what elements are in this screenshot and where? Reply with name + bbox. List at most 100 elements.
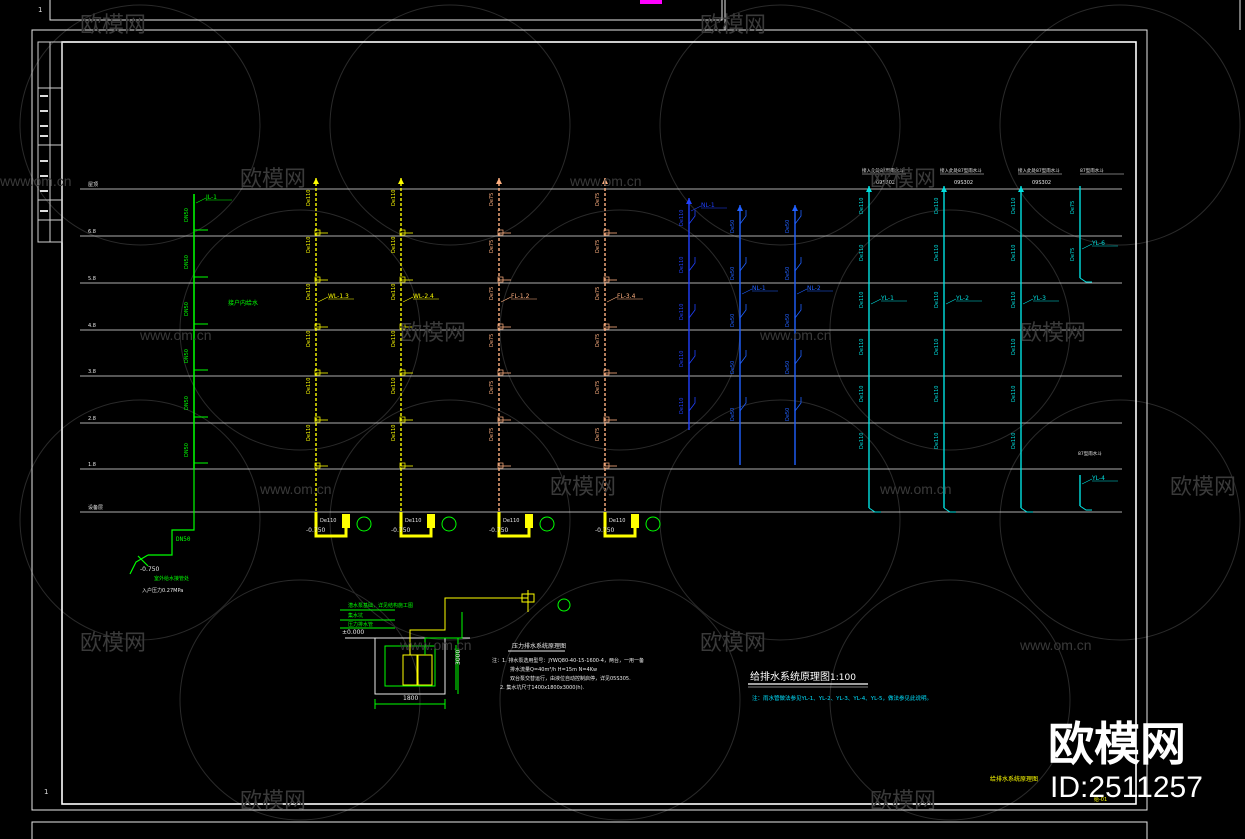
- vent-branch: [794, 304, 802, 319]
- drawing-note: 注：雨水管做法参见YL-1、YL-2、YL-3、YL-4、YL-5，做法参见此说…: [752, 694, 932, 702]
- riser-leader: [500, 296, 512, 303]
- riser-leader: [402, 296, 414, 303]
- vent-branch: [688, 397, 696, 412]
- watermark-url: www.om.cn: [879, 481, 952, 497]
- pit-width: 1800: [403, 695, 418, 702]
- pipe-size-label: De110: [391, 284, 397, 300]
- riser-arrow: [737, 205, 743, 211]
- sheet-stamp-marks: [40, 95, 48, 212]
- fixture-branch: [603, 229, 610, 236]
- riser-id-label: YL-1: [880, 295, 894, 302]
- pipe-size-label: De110: [306, 284, 312, 300]
- pipe-size-label: De50: [785, 314, 791, 327]
- watermark-circle: [329, 399, 571, 641]
- trap-pipe-size: De110: [503, 518, 519, 524]
- pit-note-1: 潜水泵基础，详见结构施工图: [348, 602, 413, 609]
- supply-entry-note: 室外给水接管处: [154, 575, 189, 582]
- vent-branch: [739, 397, 747, 412]
- watermark-circle: [659, 4, 901, 246]
- roof-drain-note: 接入此处87型雨水斗: [862, 167, 904, 174]
- vent-branch: [794, 257, 802, 272]
- roof-drain-note: 接入此处87型雨水斗: [1018, 167, 1060, 174]
- vent-branch: [739, 210, 747, 225]
- supply-pipe-size: DN50: [176, 536, 191, 543]
- watermark-brand: 欧模网: [240, 166, 306, 191]
- fixture-branch: [399, 369, 406, 376]
- rain-outlet: [1079, 505, 1092, 511]
- watermark-brand: 欧模网: [1020, 320, 1086, 345]
- pipe-size-label: De110: [679, 257, 685, 273]
- pipe-size-label: De110: [391, 331, 397, 347]
- pipe-size-label: De75: [489, 381, 495, 394]
- pipe-size-label: De50: [730, 267, 736, 280]
- pipe-size-label: De110: [1011, 339, 1017, 355]
- pipe-size-label: De110: [1011, 386, 1017, 402]
- pipe-size-label: De110: [391, 237, 397, 253]
- stamp-mark: [40, 110, 48, 112]
- stamp-mark: [40, 190, 48, 192]
- pipe-size-label: DN50: [184, 443, 190, 457]
- watermark-brand: 欧模网: [550, 474, 616, 499]
- watermark-circle: [999, 399, 1241, 641]
- roof-drain-note: 接入此处87型雨水斗: [940, 167, 982, 174]
- pipe-size-label: DN50: [184, 255, 190, 269]
- fixture-branch: [399, 276, 406, 283]
- vent-branch: [688, 304, 696, 319]
- pipe-size-label: De110: [859, 386, 865, 402]
- pit-note-3: 压力排水管: [348, 621, 373, 628]
- floor-level-label: 5.8: [88, 276, 96, 282]
- riser-id-label: NL-1: [701, 202, 715, 209]
- vent-branch: [794, 350, 802, 365]
- outlet-index-circle: [356, 516, 372, 532]
- watermark-brand: 欧模网: [700, 12, 766, 37]
- floor-level-label: 3.8: [88, 369, 96, 375]
- pipe-size-label: De110: [391, 190, 397, 206]
- rain-outlet: [868, 507, 881, 513]
- riser-leader: [690, 205, 702, 212]
- drawing-scale: 1:100: [830, 673, 856, 683]
- pipe-size-label: De75: [595, 428, 601, 441]
- fixture-branch: [314, 229, 321, 236]
- riser-id-label: NL-2: [807, 285, 821, 292]
- rain-outlet: [943, 507, 956, 513]
- watermark-circle: [999, 4, 1241, 246]
- pipe-size-label: De75: [595, 193, 601, 206]
- trap-level: -0.750: [489, 527, 509, 534]
- watermark-circle: [19, 399, 261, 641]
- pipe-size-label: De75: [489, 240, 495, 253]
- stamp-mark: [40, 135, 48, 137]
- floor-level-label: 6.8: [88, 229, 96, 235]
- title-block-label: 给排水系统原理图: [990, 775, 1038, 783]
- riser-id-label: YL-3: [1032, 295, 1046, 302]
- vent-branch: [739, 350, 747, 365]
- watermark-circle: [829, 579, 1071, 821]
- fixture-branch: [497, 276, 504, 283]
- roof-drain-code: 09S302: [1032, 180, 1051, 186]
- trap-fitting: [525, 514, 533, 528]
- watermark-brand: 欧模网: [870, 166, 936, 191]
- pipe-size-label: De110: [1011, 245, 1017, 261]
- watermark-circles: [19, 4, 1241, 821]
- pit-depth: 3000: [455, 650, 462, 665]
- pipe-size-label: De50: [785, 408, 791, 421]
- pipe-size-label: De50: [730, 314, 736, 327]
- riser-id-label: YL-6: [1091, 240, 1105, 247]
- riser-id-label: NL-1: [752, 285, 766, 292]
- fixture-branch: [314, 416, 321, 423]
- floor-level-label: 1.8: [88, 462, 96, 468]
- adjacent-sheet-top: [49, 0, 1241, 30]
- riser-leader: [606, 296, 618, 303]
- riser-id-label: WL-2.4: [413, 293, 434, 300]
- watermark-brand: 欧模网: [240, 788, 306, 813]
- riser-arrow: [602, 178, 608, 184]
- pipe-size-label: DN50: [184, 302, 190, 316]
- trap-pipe-size: De110: [320, 518, 336, 524]
- riser-leader: [1022, 298, 1034, 305]
- riser-id-label: WL-1.3: [328, 293, 349, 300]
- riser-leader: [1081, 243, 1093, 250]
- riser-arrow: [941, 186, 947, 192]
- watermark-brand: 欧模网: [870, 788, 936, 813]
- watermark-brand: 欧模网: [700, 630, 766, 655]
- stamp-mark: [40, 160, 48, 162]
- fixture-branch: [497, 369, 504, 376]
